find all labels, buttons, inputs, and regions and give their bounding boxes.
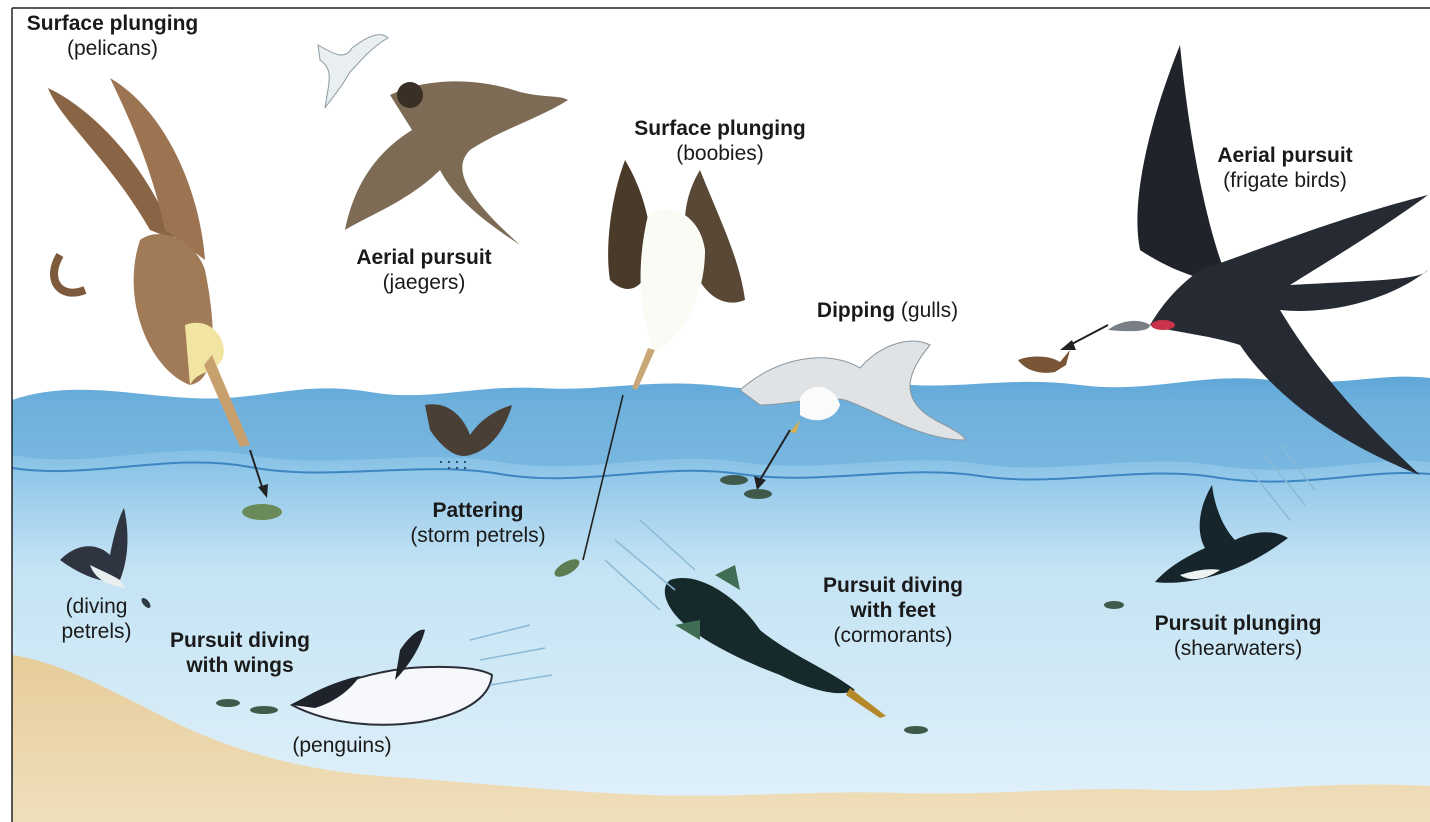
label-pelicans: Surface plunging (pelicans) — [10, 11, 215, 61]
method-label: Pattering — [393, 498, 563, 523]
bird-label: (boobies) — [614, 141, 826, 166]
bird-label: (shearwaters) — [1132, 636, 1344, 661]
method-label: with feet — [808, 598, 978, 623]
bird-label: (penguins) — [272, 733, 412, 758]
fish-icon — [744, 489, 772, 499]
label-penguins-method: Pursuit diving with wings — [150, 628, 330, 678]
method-label: Pursuit plunging — [1132, 611, 1344, 636]
bird-label: (frigate birds) — [1200, 168, 1370, 193]
fish-icon — [904, 726, 928, 734]
label-penguins-bird: (penguins) — [272, 733, 412, 758]
method-label: Dipping — [817, 299, 895, 322]
label-cormorants: Pursuit diving with feet (cormorants) — [808, 573, 978, 648]
bird-label: (jaegers) — [334, 270, 514, 295]
fish-icon — [250, 706, 278, 714]
fish-icon — [720, 475, 748, 485]
label-diving-petrels: (diving petrels) — [44, 594, 149, 644]
bird-label: (gulls) — [901, 299, 958, 322]
method-label: Aerial pursuit — [334, 245, 514, 270]
method-label: Pursuit diving — [808, 573, 978, 598]
bird-label: (pelicans) — [10, 36, 215, 61]
label-jaegers: Aerial pursuit (jaegers) — [334, 245, 514, 295]
fish-icon — [242, 504, 282, 520]
sky-background — [12, 8, 1430, 398]
method-label: with wings — [150, 653, 330, 678]
label-gulls: Dipping (gulls) — [795, 298, 980, 323]
fish-icon — [1104, 601, 1124, 609]
method-label: Pursuit diving — [150, 628, 330, 653]
label-frigate-birds: Aerial pursuit (frigate birds) — [1200, 143, 1370, 193]
bird-label: (diving — [44, 594, 149, 619]
label-storm-petrels: Pattering (storm petrels) — [393, 498, 563, 548]
bird-label: (storm petrels) — [393, 523, 563, 548]
bird-label: (cormorants) — [808, 623, 978, 648]
method-label: Surface plunging — [614, 116, 826, 141]
label-shearwaters: Pursuit plunging (shearwaters) — [1132, 611, 1344, 661]
fish-icon — [216, 699, 240, 707]
method-label: Aerial pursuit — [1200, 143, 1370, 168]
bird-label: petrels) — [44, 619, 149, 644]
label-boobies: Surface plunging (boobies) — [614, 116, 826, 166]
method-label: Surface plunging — [10, 11, 215, 36]
